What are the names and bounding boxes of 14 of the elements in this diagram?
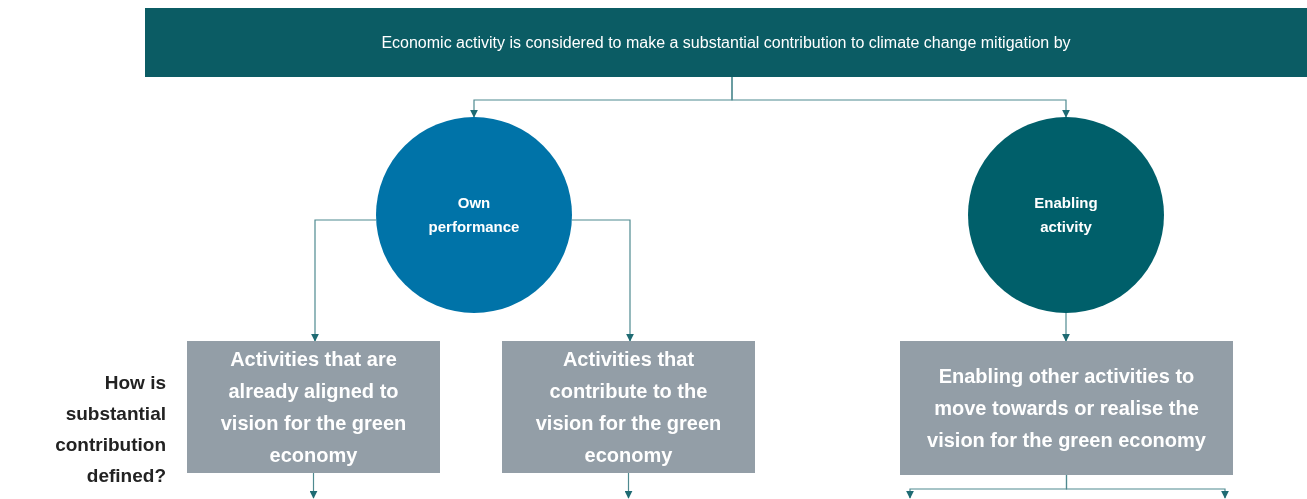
connector-arrow [309, 472, 318, 499]
row-label: How is substantial contribution defined? [54, 371, 166, 488]
criteria-box: Activities that are already aligned to vision for the green economy [187, 341, 440, 473]
criteria-box: Enabling other activities to move towards or realise the vision for the green economy [900, 341, 1233, 475]
connector-arrow [1065, 474, 1229, 499]
connector-arrow [624, 472, 633, 499]
category-circle: Own performance [376, 117, 572, 313]
header-banner: Economic activity is considered to make a substantial contribution to climate change mitigation by [145, 8, 1307, 77]
criteria-box: Activities that contribute to the vision for the green economy [502, 341, 755, 473]
connector-arrow [571, 219, 634, 342]
connector-arrow [731, 76, 1070, 118]
category-circle: Enabling activity [968, 117, 1164, 313]
connector-arrow [311, 219, 377, 342]
connector-arrow [1062, 312, 1070, 342]
